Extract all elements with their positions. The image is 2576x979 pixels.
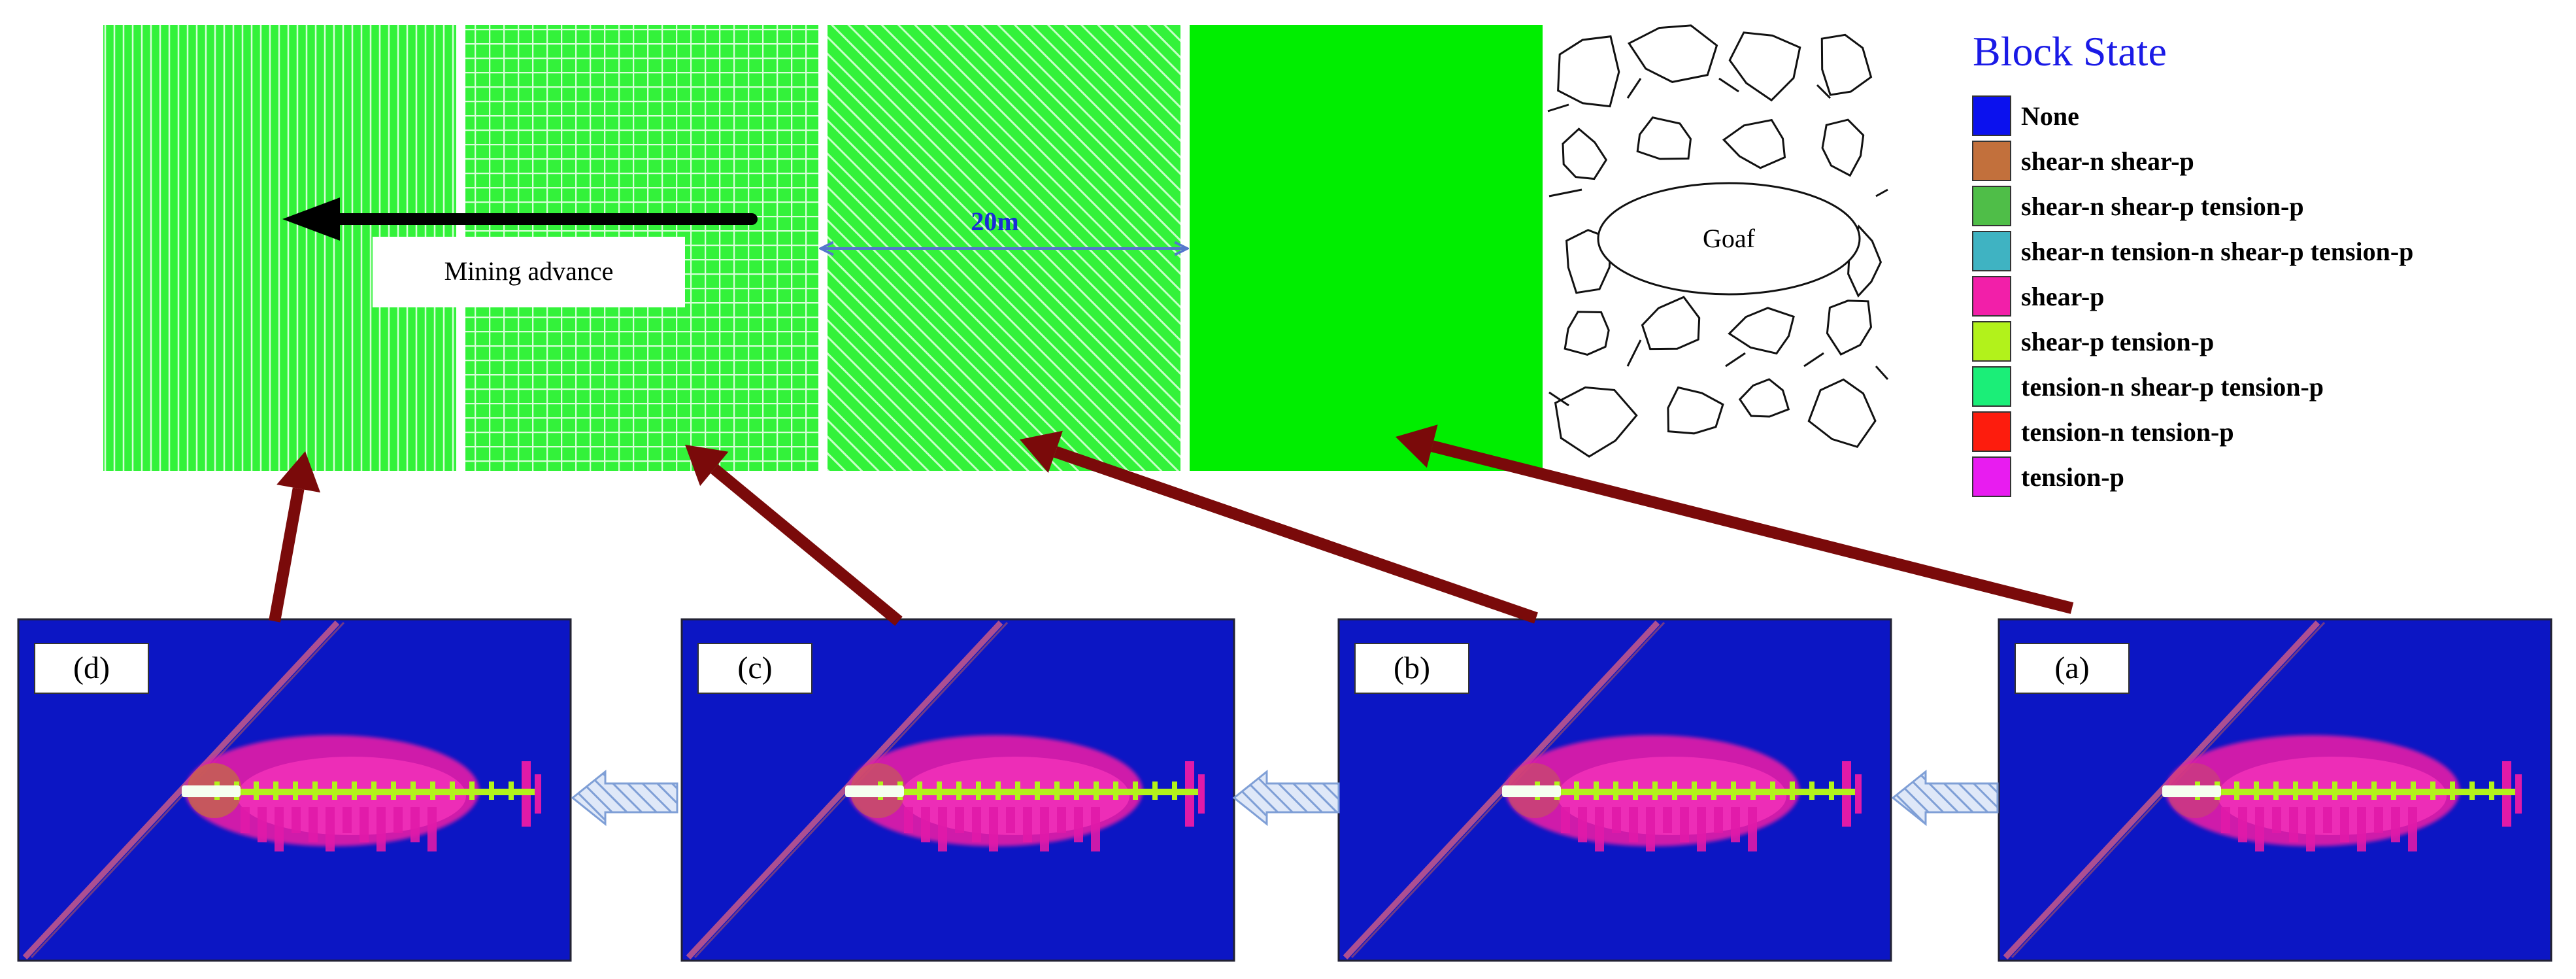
legend-swatch (1972, 456, 2011, 497)
zone-solid (1190, 25, 1543, 471)
legend-items: None shear-n shear-p shear-n shear-p tensi… (1972, 95, 2413, 497)
panel-label-box (697, 643, 812, 694)
pointer-arrow (710, 464, 903, 626)
pointer-arrows (269, 424, 2074, 626)
simulation-panels: (d) (c) (b) (a) (17, 618, 2552, 962)
panel-label: (d) (73, 651, 110, 685)
legend-swatch (1972, 231, 2011, 271)
legend-swatch (1972, 411, 2011, 452)
legend-swatch (1972, 95, 2011, 136)
panel: (d) (17, 618, 572, 962)
mining-advance-arrow (282, 198, 758, 241)
panel-label-box (2015, 643, 2130, 694)
panel-label-box (34, 643, 149, 694)
panel-label: (c) (737, 651, 772, 685)
pointer-arrow (1431, 440, 2074, 614)
pointer-arrow (269, 487, 305, 623)
panel-label: (b) (1394, 651, 1430, 685)
legend-label: shear-n shear-p (2021, 146, 2194, 176)
legend-swatch (1972, 321, 2011, 362)
legend-label: tension-n shear-p tension-p (2021, 372, 2324, 402)
panel-label-box (1354, 643, 1469, 694)
fault-line (2003, 620, 2320, 960)
sequence-arrows (571, 769, 1999, 827)
legend-title: Block State (1973, 28, 2167, 75)
legend-label: shear-n tension-n shear-p tension-p (2021, 237, 2413, 266)
fault-line (22, 620, 340, 960)
distance-label: 20m (971, 207, 1018, 236)
distance-dimension: 20m (822, 207, 1186, 249)
legend-label: shear-p tension-p (2021, 327, 2214, 356)
mining-advance-box (373, 237, 685, 307)
fault-line (686, 620, 1003, 960)
fault-line (1343, 620, 1660, 960)
goaf-area: Goaf (1547, 24, 1889, 471)
legend-label: tension-n tension-p (2021, 417, 2234, 447)
mining-advance-label: Mining advance (444, 256, 614, 286)
sequence-arrow (1232, 769, 1340, 827)
legend-label: tension-p (2021, 462, 2124, 492)
sequence-arrow (1891, 769, 1999, 827)
legend-swatch (1972, 366, 2011, 407)
goaf-label: Goaf (1703, 224, 1756, 253)
panel: (b) (1337, 618, 1892, 962)
legend-label: shear-n shear-p tension-p (2021, 192, 2304, 221)
sequence-arrow (571, 769, 678, 827)
panel: (c) (680, 618, 1235, 962)
legend-swatch (1972, 141, 2011, 181)
legend-swatch (1972, 276, 2011, 317)
legend: Block State None shear-n shear-p shear-n s… (1972, 28, 2413, 497)
legend-swatch (1972, 186, 2011, 226)
legend-label: shear-p (2021, 282, 2104, 311)
panel: (a) (1998, 618, 2552, 962)
legend-label: None (2021, 101, 2079, 131)
pointer-arrow (1053, 446, 1538, 624)
panel-label: (a) (2054, 651, 2089, 685)
